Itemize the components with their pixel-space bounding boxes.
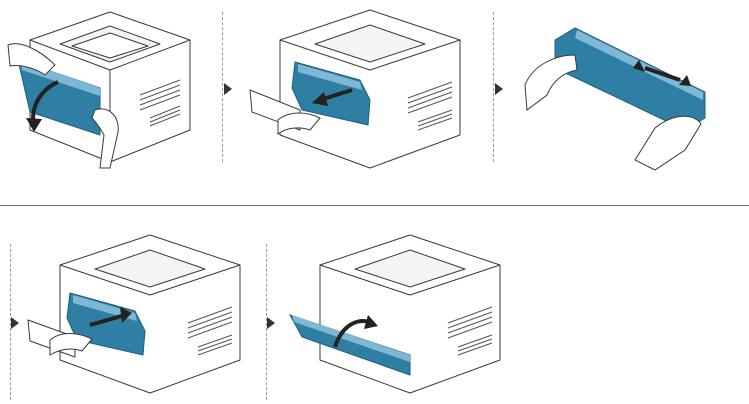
row-divider bbox=[0, 205, 749, 206]
triangle-right-icon bbox=[11, 317, 19, 329]
step-divider-4 bbox=[266, 244, 267, 400]
triangle-right-icon bbox=[267, 317, 275, 329]
triangle-right-icon bbox=[224, 83, 232, 95]
triangle-right-icon bbox=[495, 83, 503, 95]
step-divider-1 bbox=[222, 12, 223, 162]
step-shake-cartridge-illustration bbox=[524, 27, 706, 171]
step-divider-2 bbox=[493, 12, 494, 162]
double-arrow-icon bbox=[633, 60, 691, 86]
curved-arrow-icon bbox=[89, 313, 126, 327]
toner-cartridge bbox=[291, 61, 371, 126]
step-close-cover-illustration bbox=[288, 234, 501, 394]
step-divider-3 bbox=[10, 244, 11, 400]
step-reinsert-cartridge-illustration bbox=[27, 234, 241, 394]
step-open-cover-illustration bbox=[7, 11, 191, 169]
toner-cartridge bbox=[554, 27, 706, 131]
step-remove-cartridge-illustration bbox=[249, 9, 461, 169]
